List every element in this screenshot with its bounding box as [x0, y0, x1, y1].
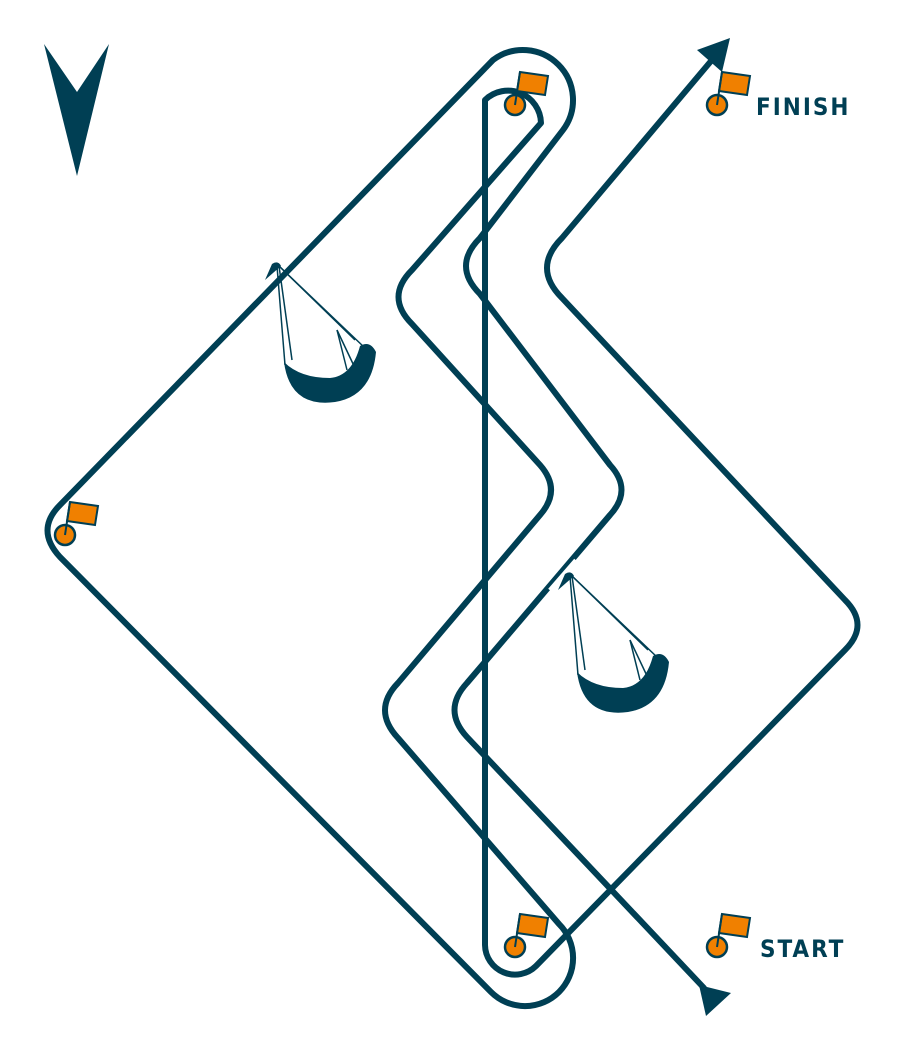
kite-icon [254, 248, 376, 403]
kite-icon [548, 558, 669, 713]
buoy-flag-icon [705, 912, 752, 959]
north-arrow-icon [44, 44, 109, 176]
buoy-flag-icon [503, 70, 550, 117]
finish-label: FINISH [756, 93, 851, 121]
buoy-flag-icon [53, 500, 100, 547]
buoy-flag-icon [705, 70, 752, 117]
start-label: START [760, 935, 846, 963]
buoy-flag-icon [503, 912, 550, 959]
start-arrowhead-icon [699, 985, 731, 1016]
course-route [44, 45, 861, 1010]
finish-arrowhead-icon [697, 38, 730, 72]
